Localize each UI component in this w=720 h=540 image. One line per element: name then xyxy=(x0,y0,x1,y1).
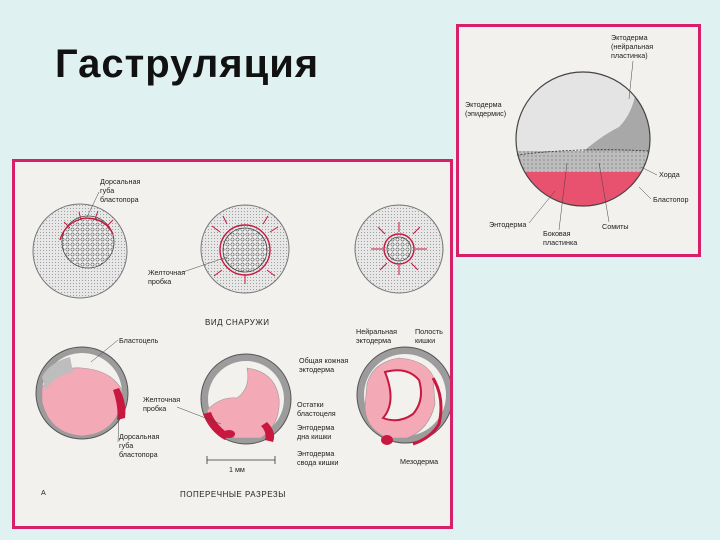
svg-text:пластинка): пластинка) xyxy=(611,51,648,60)
panel-letter: A xyxy=(41,488,46,497)
svg-text:кишки: кишки xyxy=(415,336,435,345)
label-notochord: Хорда xyxy=(659,170,680,179)
label-dorsal-lip-section: Дорсальная губа бластопора xyxy=(117,413,159,459)
svg-text:Желточная: Желточная xyxy=(148,268,185,277)
label-gut-cavity: Полость кишки xyxy=(415,327,443,345)
embryo-outside-late xyxy=(354,204,444,294)
cross-section-early xyxy=(35,346,129,440)
svg-text:бластопора: бластопора xyxy=(100,195,139,204)
cross-section-mid xyxy=(200,353,292,445)
svg-text:Боковая: Боковая xyxy=(543,229,571,238)
svg-text:(эпидермис): (эпидермис) xyxy=(465,109,506,118)
embryo-outside-early xyxy=(32,203,128,299)
svg-text:Полость: Полость xyxy=(415,327,443,336)
label-yolk-plug-section: Желточная пробка xyxy=(143,395,222,425)
caption-cross-sections: ПОПЕРЕЧНЫЕ РАЗРЕЗЫ xyxy=(180,490,286,499)
svg-text:пробка: пробка xyxy=(143,404,166,413)
svg-text:эктодерма: эктодерма xyxy=(299,365,334,374)
svg-text:1 мм: 1 мм xyxy=(229,465,245,474)
gastrulation-diagram: Дорсальная губа бластопора Желточная про… xyxy=(32,177,450,499)
svg-text:Энтодерма: Энтодерма xyxy=(297,449,334,458)
caption-outside-view: ВИД СНАРУЖИ xyxy=(205,318,270,327)
gastrulation-figure: Дорсальная губа бластопора Желточная про… xyxy=(12,159,453,529)
slide-title: Гаструляция xyxy=(55,42,320,86)
frog-embryo-figure: Эктодерма (нейральная пластинка) Эктодер… xyxy=(456,24,701,257)
svg-text:(нейральная: (нейральная xyxy=(611,42,653,51)
label-gut-roof-endoderm: Энтодерма свода кишки xyxy=(297,449,338,467)
label-epidermis: Эктодерма (эпидермис) xyxy=(465,100,506,118)
svg-text:Желточная: Желточная xyxy=(143,395,180,404)
svg-text:Нейральная: Нейральная xyxy=(356,327,397,336)
label-endoderm: Энтодерма xyxy=(489,220,526,229)
svg-text:бластопора: бластопора xyxy=(119,450,158,459)
svg-text:Эктодерма: Эктодерма xyxy=(465,100,502,109)
svg-text:Общая кожная: Общая кожная xyxy=(299,356,348,365)
svg-text:пробка: пробка xyxy=(148,277,171,286)
svg-text:губа: губа xyxy=(100,186,114,195)
cross-section-late xyxy=(356,346,450,446)
label-lateral-plate: Боковая пластинка xyxy=(543,162,577,247)
svg-text:бластоцеля: бластоцеля xyxy=(297,409,336,418)
svg-text:Остатки: Остатки xyxy=(297,400,324,409)
svg-text:губа: губа xyxy=(119,441,133,450)
label-blastopore: Бластопор xyxy=(653,195,689,204)
svg-text:пластинка: пластинка xyxy=(543,238,577,247)
svg-text:дна кишки: дна кишки xyxy=(297,432,331,441)
label-dorsal-lip-top: Дорсальная губа бластопора xyxy=(86,177,140,218)
svg-text:Дорсальная: Дорсальная xyxy=(100,177,140,186)
embryo-outside-mid xyxy=(200,204,290,294)
label-skin-ectoderm: Общая кожная эктодерма xyxy=(299,356,348,374)
label-blastocoel-remnants: Остатки бластоцеля xyxy=(297,400,336,418)
label-neural-ectoderm: Нейральная эктодерма xyxy=(356,327,397,345)
label-mesoderm: Мезодерма xyxy=(400,457,438,466)
label-gut-floor-endoderm: Энтодерма дна кишки xyxy=(297,423,334,441)
label-neural-plate: Эктодерма (нейральная пластинка) xyxy=(611,33,653,100)
label-somites: Сомиты xyxy=(602,222,629,231)
scale-bar: 1 мм xyxy=(206,456,276,474)
svg-text:Эктодерма: Эктодерма xyxy=(611,33,648,42)
svg-text:Энтодерма: Энтодерма xyxy=(297,423,334,432)
svg-text:эктодерма: эктодерма xyxy=(356,336,391,345)
label-yolk-plug-top: Желточная пробка xyxy=(148,256,228,286)
svg-text:Дорсальная: Дорсальная xyxy=(119,432,159,441)
frog-embryo-diagram: Эктодерма (нейральная пластинка) Эктодер… xyxy=(465,33,689,247)
label-blastocoel: Бластоцель xyxy=(119,336,159,345)
svg-text:свода кишки: свода кишки xyxy=(297,458,338,467)
